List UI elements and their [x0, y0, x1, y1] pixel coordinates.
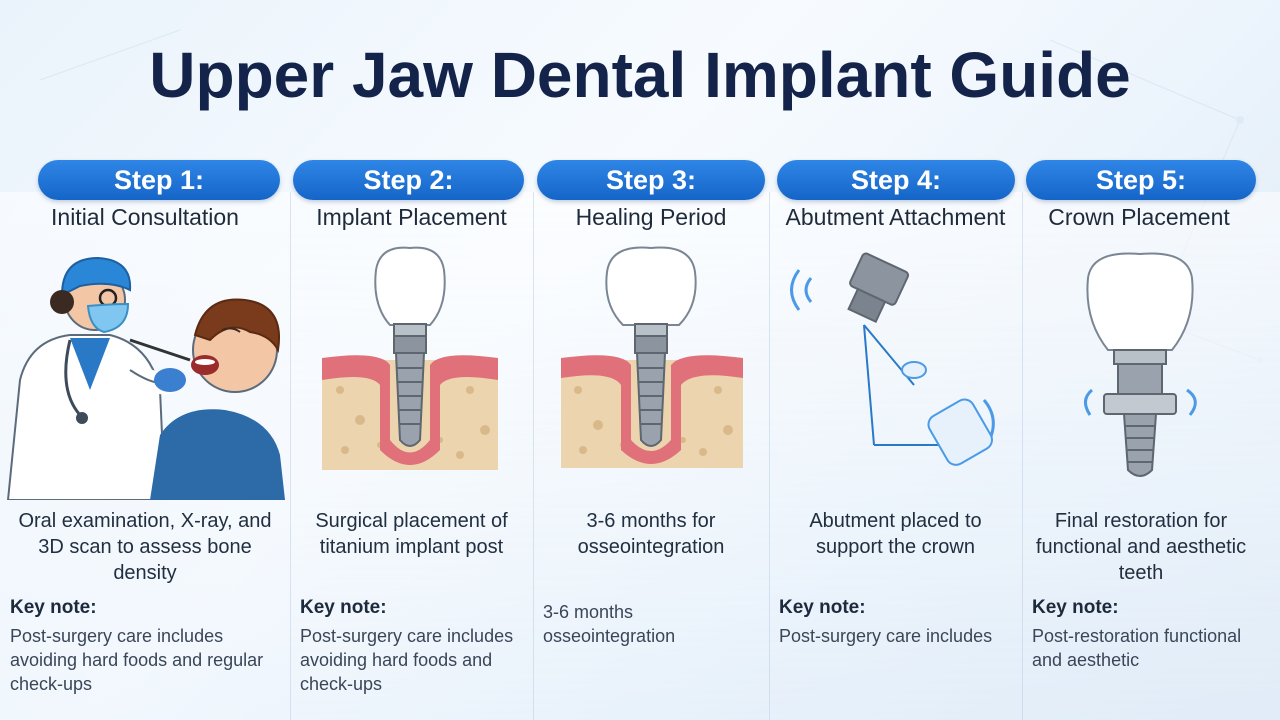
step-5-title: Crown Placement: [1048, 204, 1230, 230]
step-5-label: Step 5:: [1026, 160, 1256, 200]
step-2-description: Surgical placement of titanium implant p…: [315, 510, 508, 558]
abutment-attachment-icon: [769, 240, 1022, 500]
step-4-description: Abutment placed to support the crown: [809, 510, 982, 558]
step-2-title: Implant Placement: [316, 204, 507, 230]
key-note-text: Post-surgery care includes avoiding hard…: [300, 626, 514, 694]
step-3-label: Step 3:: [537, 160, 765, 200]
step-4-key-note: Key note: Post-surgery care includes: [779, 596, 1012, 648]
step-column-4: Step 4: Abutment Attachment: [769, 160, 1022, 720]
step-5-key-note: Key note: Post-restoration functional an…: [1032, 596, 1250, 672]
crown-placement-icon: [1022, 240, 1280, 500]
key-note-text: Post-surgery care includes: [779, 626, 993, 646]
step-3-description: 3-6 months for osseointegration: [577, 510, 725, 558]
steps-container: Step 1: Initial Consultation: [0, 160, 1280, 720]
step-1-key-note: Key note: Post-surgery care includes avo…: [10, 596, 280, 696]
healing-implant-icon: [533, 240, 769, 500]
step-3-key-note: 3-6 months osseointegration: [543, 596, 759, 648]
step-5-description: Final restoration for functional and aes…: [1035, 510, 1247, 584]
step-1-description: Oral examination, X-ray, and 3D scan to …: [18, 510, 272, 584]
step-2-key-note: Key note: Post-surgery care includes avo…: [300, 596, 523, 696]
step-column-2: Step 2: Implant Placement: [290, 160, 533, 720]
key-note-label: Key note:: [779, 597, 866, 618]
key-note-text: Post-restoration functional and aestheti…: [1032, 626, 1242, 670]
key-note-text: 3-6 months osseointegration: [543, 602, 676, 646]
step-column-5: Step 5: Crown Placement Final restoratio…: [1022, 160, 1280, 720]
key-note-label: Key note:: [1032, 597, 1119, 618]
step-3-title: Healing Period: [575, 204, 727, 230]
dentist-examining-patient-icon: [0, 240, 290, 500]
step-4-label: Step 4:: [777, 160, 1015, 200]
implant-placement-icon: [290, 240, 533, 500]
step-column-3: Step 3: Healing Period: [533, 160, 769, 720]
page-title: Upper Jaw Dental Implant Guide: [149, 39, 1131, 111]
step-1-title: Initial Consultation: [51, 204, 239, 230]
key-note-label: Key note:: [10, 597, 97, 618]
step-column-1: Step 1: Initial Consultation: [0, 160, 290, 720]
step-1-label: Step 1:: [38, 160, 280, 200]
key-note-text: Post-surgery care includes avoiding hard…: [10, 626, 264, 694]
step-2-label: Step 2:: [293, 160, 524, 200]
step-4-title: Abutment Attachment: [785, 204, 1006, 230]
key-note-label: Key note:: [300, 597, 387, 618]
